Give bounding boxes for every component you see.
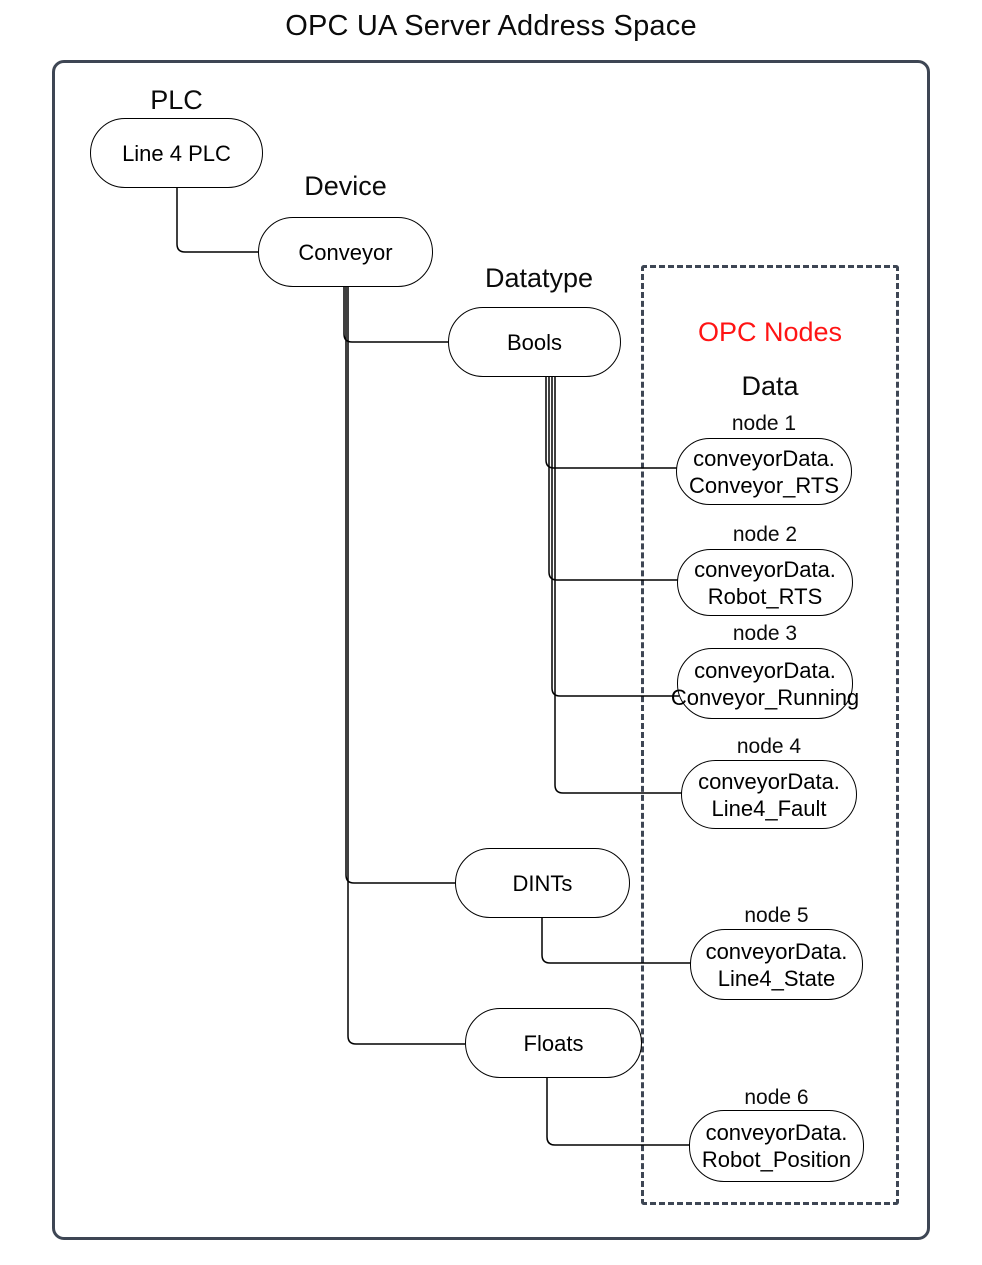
connector-bools-node2 <box>548 377 679 581</box>
opc-node-4: conveyorData. Line4_Fault <box>681 760 857 829</box>
tree-node-line4-plc-label: Line 4 PLC <box>122 140 231 166</box>
label-opc-nodes: OPC Nodes <box>697 317 843 347</box>
label-device: Device <box>304 171 387 201</box>
opc-node-3-line1: conveyorData. <box>694 657 836 683</box>
opc-node-2-line2: Robot_RTS <box>707 583 823 609</box>
opc-node-1-line2: Conveyor_RTS <box>689 472 839 498</box>
connector-bools-node1 <box>545 377 678 469</box>
opc-node-6-id: node 6 <box>744 1086 809 1109</box>
opc-node-3: conveyorData. Conveyor_Running <box>671 648 859 719</box>
opc-node-5-line2: Line4_State <box>717 965 836 991</box>
tree-node-floats: Floats <box>465 1008 642 1078</box>
tree-node-floats-label: Floats <box>523 1030 584 1056</box>
opc-node-3-id: node 3 <box>732 622 798 645</box>
tree-node-dints: DINTs <box>455 848 630 918</box>
label-data: Data <box>741 371 799 401</box>
opc-node-3-line2: Conveyor_Running <box>670 684 860 710</box>
opc-node-6-line2: Robot_Position <box>701 1147 852 1172</box>
label-datatype: Datatype <box>484 263 594 293</box>
tree-node-bools: Bools <box>448 307 621 377</box>
opc-node-2-line1: conveyorData. <box>694 556 836 582</box>
opc-node-1: conveyorData. Conveyor_RTS <box>676 438 852 505</box>
connector-conveyor-floats <box>347 287 465 1045</box>
connector-bools-node4 <box>554 377 683 794</box>
opc-node-4-id: node 4 <box>736 735 802 758</box>
opc-node-4-line2: Line4_Fault <box>711 795 827 821</box>
tree-node-line4-plc: Line 4 PLC <box>90 118 263 188</box>
connector-conveyor-dints <box>345 287 455 884</box>
opc-node-6-line1: conveyorData. <box>705 1120 848 1145</box>
opc-node-5-line1: conveyorData. <box>705 938 848 964</box>
tree-node-dints-label: DINTs <box>512 870 573 896</box>
opc-node-1-id: node 1 <box>731 412 797 435</box>
connector-plc-conveyor <box>176 188 258 253</box>
connector-bools-node3 <box>551 377 679 697</box>
tree-node-conveyor: Conveyor <box>258 217 433 287</box>
label-plc: PLC <box>150 85 203 115</box>
connector-conveyor-bools <box>343 287 448 343</box>
connector-floats-node6 <box>546 1077 691 1146</box>
opc-node-6: conveyorData. Robot_Position <box>689 1110 864 1182</box>
opc-node-1-line1: conveyorData. <box>693 445 835 471</box>
opc-node-2-id: node 2 <box>732 523 798 546</box>
tree-node-conveyor-label: Conveyor <box>298 239 393 265</box>
opc-node-5: conveyorData. Line4_State <box>690 929 863 1000</box>
opc-node-4-line1: conveyorData. <box>698 768 840 794</box>
opc-nodes-frame <box>641 265 899 1205</box>
address-space-frame <box>52 60 930 1240</box>
tree-node-bools-label: Bools <box>506 329 563 355</box>
page-title: OPC UA Server Address Space <box>285 10 697 42</box>
opc-node-5-id: node 5 <box>744 904 809 927</box>
opc-node-2: conveyorData. Robot_RTS <box>677 549 853 616</box>
connector-dints-node5 <box>541 917 692 964</box>
